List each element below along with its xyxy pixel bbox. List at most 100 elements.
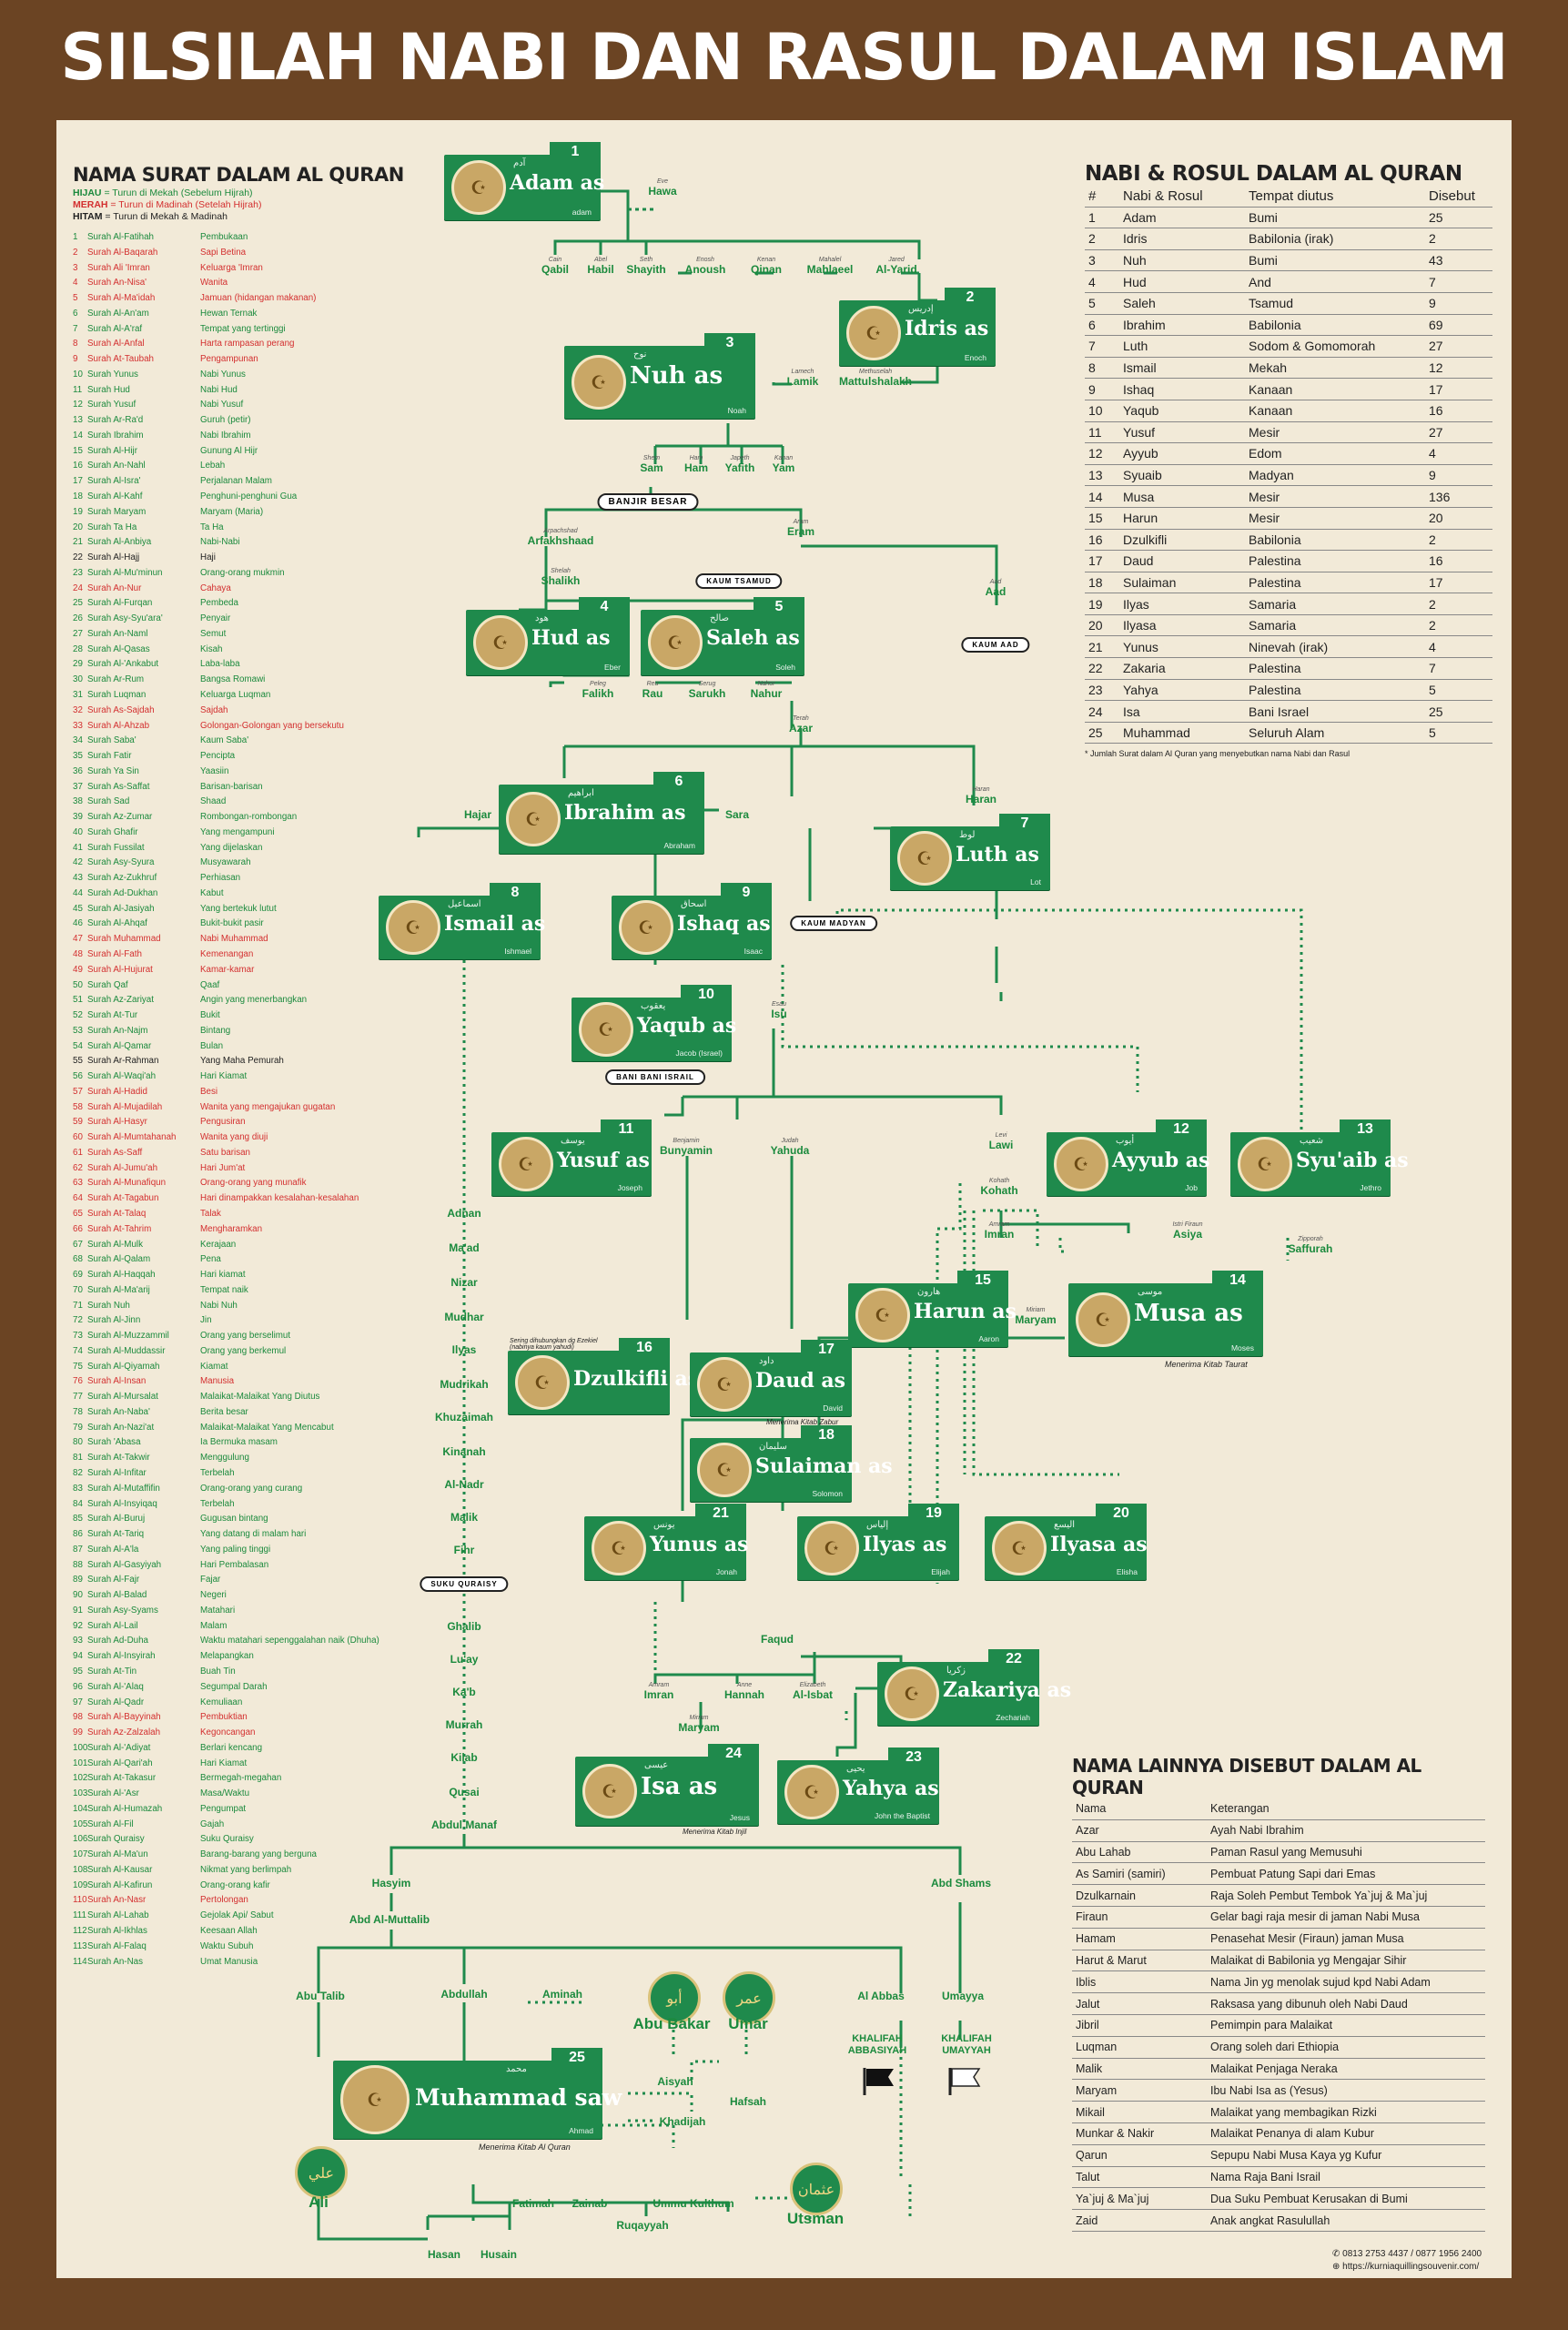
ali-emblem: علي (295, 2146, 348, 2199)
table-row: As Samiri (samiri)Pembuat Patung Sapi da… (1072, 1862, 1485, 1886)
label-malik: Malik (450, 1511, 479, 1524)
calligraphy-medal-icon: ☪ (592, 1521, 646, 1575)
label-abd-muttalib: Abd Al-Muttalib (349, 1913, 430, 1926)
kaum-madyan-badge: KAUM MADYAN (790, 916, 877, 931)
calligraphy-medal-icon: ☪ (1238, 1137, 1292, 1191)
calligraphy-medal-icon: ☪ (386, 900, 440, 955)
calligraphy-medal-icon: ☪ (897, 831, 952, 886)
label-alnadr: Al-Nadr (444, 1478, 484, 1491)
calligraphy-medal-icon: ☪ (473, 615, 528, 670)
nabi-rasul-table-panel: NABI & ROSUL DALAM AL QURAN # Nabi & Ros… (1085, 162, 1492, 758)
black-flag-icon (863, 2068, 894, 2095)
label-fatimah: Fatimah (511, 2197, 555, 2210)
label-hafsah: Hafsah (729, 2095, 767, 2108)
label-ali: Ali (309, 2193, 329, 2211)
label-ilyas-ancestor: Ilyas (451, 1343, 477, 1356)
utsman-emblem: عثمان (790, 2163, 843, 2215)
label-ummu-kulthum: Ummu Kulthum (652, 2197, 734, 2210)
khalifah-umayyah-label: KHALIFAH UMAYYAH (941, 2033, 992, 2056)
calligraphy-medal-icon: ☪ (846, 306, 901, 360)
label-faqud: Faqud (761, 1633, 794, 1646)
label-aisyah: Aisyah (657, 2075, 693, 2088)
